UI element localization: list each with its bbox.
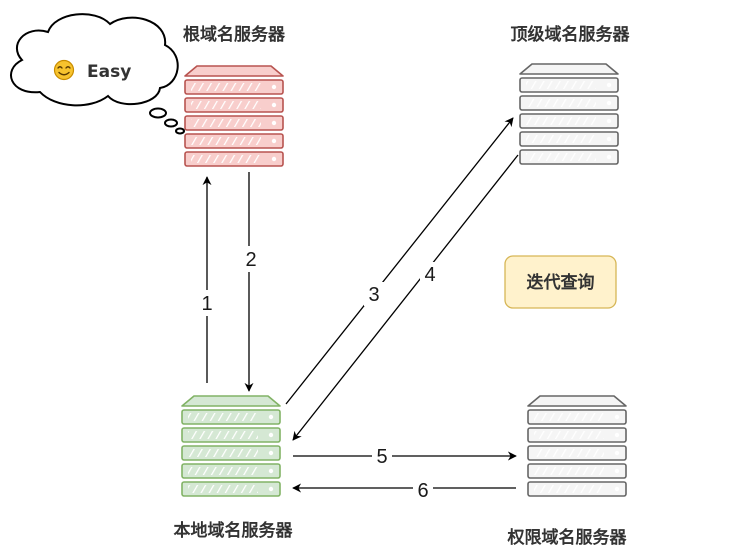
cloud-text: Easy [87,62,131,82]
step-label-1: 1 [201,293,212,315]
cloud-bubble-1 [149,107,167,119]
step-label-3: 3 [368,284,379,306]
arrow-step-3 [285,117,514,405]
root-server-label: 根域名服务器 [183,24,286,45]
step-label-4: 4 [424,264,435,286]
step-label-5: 5 [376,446,387,468]
arrow-step-4 [292,154,519,441]
tld-server-icon [519,63,619,165]
root-server-icon [184,65,284,167]
local-server-icon [181,395,281,497]
step-label-6: 6 [417,480,428,502]
cloud-bubble-2 [164,118,178,128]
authoritative-server-label: 权限域名服务器 [507,527,628,548]
smile-emoji-icon [53,59,75,81]
iterative-query-tag: 迭代查询 [504,255,617,309]
thought-cloud: Easy [10,13,185,135]
step-label-2: 2 [245,249,256,271]
authoritative-server-icon [527,395,627,497]
cloud-bubble-3 [175,127,185,135]
iterative-query-text: 迭代查询 [527,272,595,293]
cloud-shape [10,13,179,107]
local-server-label: 本地域名服务器 [174,520,294,541]
tld-server-label: 顶级域名服务器 [511,24,631,45]
